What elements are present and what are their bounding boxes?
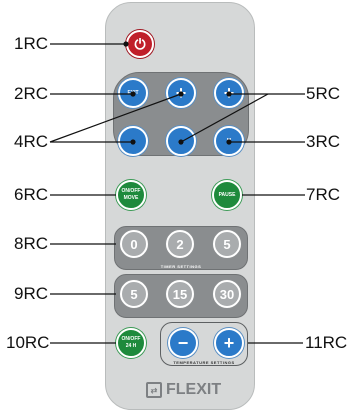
- brand-name: FLEXIT: [166, 381, 222, 398]
- on-off-move-button[interactable]: ON/OFF MOVE: [116, 180, 146, 210]
- arrow-down-icon: -: [178, 131, 184, 151]
- temperature-plus-button[interactable]: +: [214, 328, 244, 358]
- flexit-logo-icon: ⇄: [146, 382, 162, 398]
- label-9rc: 9RC: [14, 284, 49, 303]
- label-5rc: 5RC: [306, 84, 341, 103]
- label-6rc: 6RC: [14, 185, 49, 204]
- timer-30-button[interactable]: 30: [213, 280, 241, 308]
- timer-settings-caption: TIMER SETTINGS: [160, 264, 202, 269]
- label-8rc: 8RC: [14, 234, 49, 253]
- exit-button[interactable]: EXIT: [118, 78, 148, 108]
- timer-5-min-button[interactable]: 5: [120, 280, 148, 308]
- label-2rc: 2RC: [14, 84, 49, 103]
- menu-button[interactable]: M: [214, 126, 244, 156]
- timer-2-button[interactable]: 2: [166, 230, 194, 258]
- up-left-button[interactable]: +: [166, 78, 196, 108]
- on-off-24h-button[interactable]: ON/OFF 24 H: [116, 328, 146, 358]
- arrow-up-icon: +: [223, 83, 235, 103]
- label-1rc: 1RC: [14, 34, 49, 53]
- down-button[interactable]: -: [166, 126, 196, 156]
- label-7rc: 7RC: [306, 185, 341, 204]
- arrow-down-icon: -: [130, 131, 136, 151]
- up-right-button[interactable]: +: [214, 78, 244, 108]
- temperature-minus-button[interactable]: −: [168, 328, 198, 358]
- left-button[interactable]: -: [118, 126, 148, 156]
- temperature-panel: [160, 322, 248, 366]
- label-10rc: 10RC: [6, 333, 50, 352]
- temperature-settings-caption: TEMPERATURE SETTINGS: [173, 360, 235, 365]
- label-4rc: 4RC: [14, 132, 49, 151]
- power-button[interactable]: ⏻: [126, 30, 154, 58]
- pause-button[interactable]: PAUSE: [212, 180, 242, 210]
- timer-0-button[interactable]: 0: [120, 230, 148, 258]
- label-11rc: 11RC: [305, 333, 348, 352]
- flexit-logo: ⇄ FLEXIT: [146, 381, 221, 399]
- label-3rc: 3RC: [306, 132, 341, 151]
- timer-15-button[interactable]: 15: [166, 280, 194, 308]
- power-icon: ⏻: [134, 35, 146, 52]
- timer-5-button[interactable]: 5: [213, 230, 241, 258]
- arrow-up-icon: +: [175, 83, 187, 103]
